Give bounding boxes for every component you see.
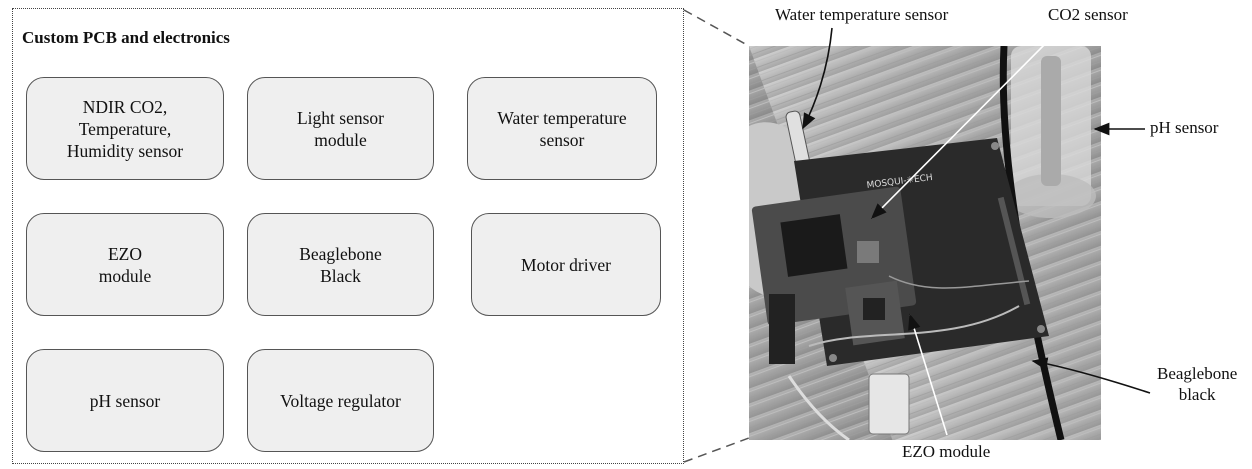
callout-co2-sensor: CO2 sensor	[1048, 5, 1128, 24]
module-beaglebone-box: Beaglebone Black	[247, 213, 434, 316]
pcb-photo: MOSQUI-✳ECH	[749, 46, 1101, 440]
zoom-connector-top	[683, 9, 750, 47]
terminal-block	[769, 294, 795, 364]
module-ezo-box: EZO module	[26, 213, 224, 316]
panel-title: Custom PCB and electronics	[22, 28, 230, 47]
module-voltage-regulator-box: Voltage regulator	[247, 349, 434, 452]
ph-probe	[1041, 56, 1061, 186]
module-ph-sensor-box: pH sensor	[26, 349, 224, 452]
usb-plug	[868, 373, 910, 435]
module-light-sensor-box: Light sensor module	[247, 77, 434, 180]
module-motor-driver-box: Motor driver	[471, 213, 661, 316]
callout-water-temperature-sensor: Water temperature sensor	[775, 5, 949, 24]
callout-ezo-module: EZO module	[902, 442, 991, 461]
callout-beaglebone-black: Beaglebone black	[1157, 364, 1238, 404]
pcb-components-panel	[12, 8, 684, 464]
callout-ph-sensor: pH sensor	[1150, 118, 1219, 137]
pcb-photo-illustration: MOSQUI-✳ECH	[749, 46, 1101, 440]
module-ndir-co2-box: NDIR CO2, Temperature, Humidity sensor	[26, 77, 224, 180]
header-pins	[997, 196, 1031, 306]
zoom-connector-bottom	[683, 437, 750, 463]
module-water-temp-box: Water temperature sensor	[467, 77, 657, 180]
